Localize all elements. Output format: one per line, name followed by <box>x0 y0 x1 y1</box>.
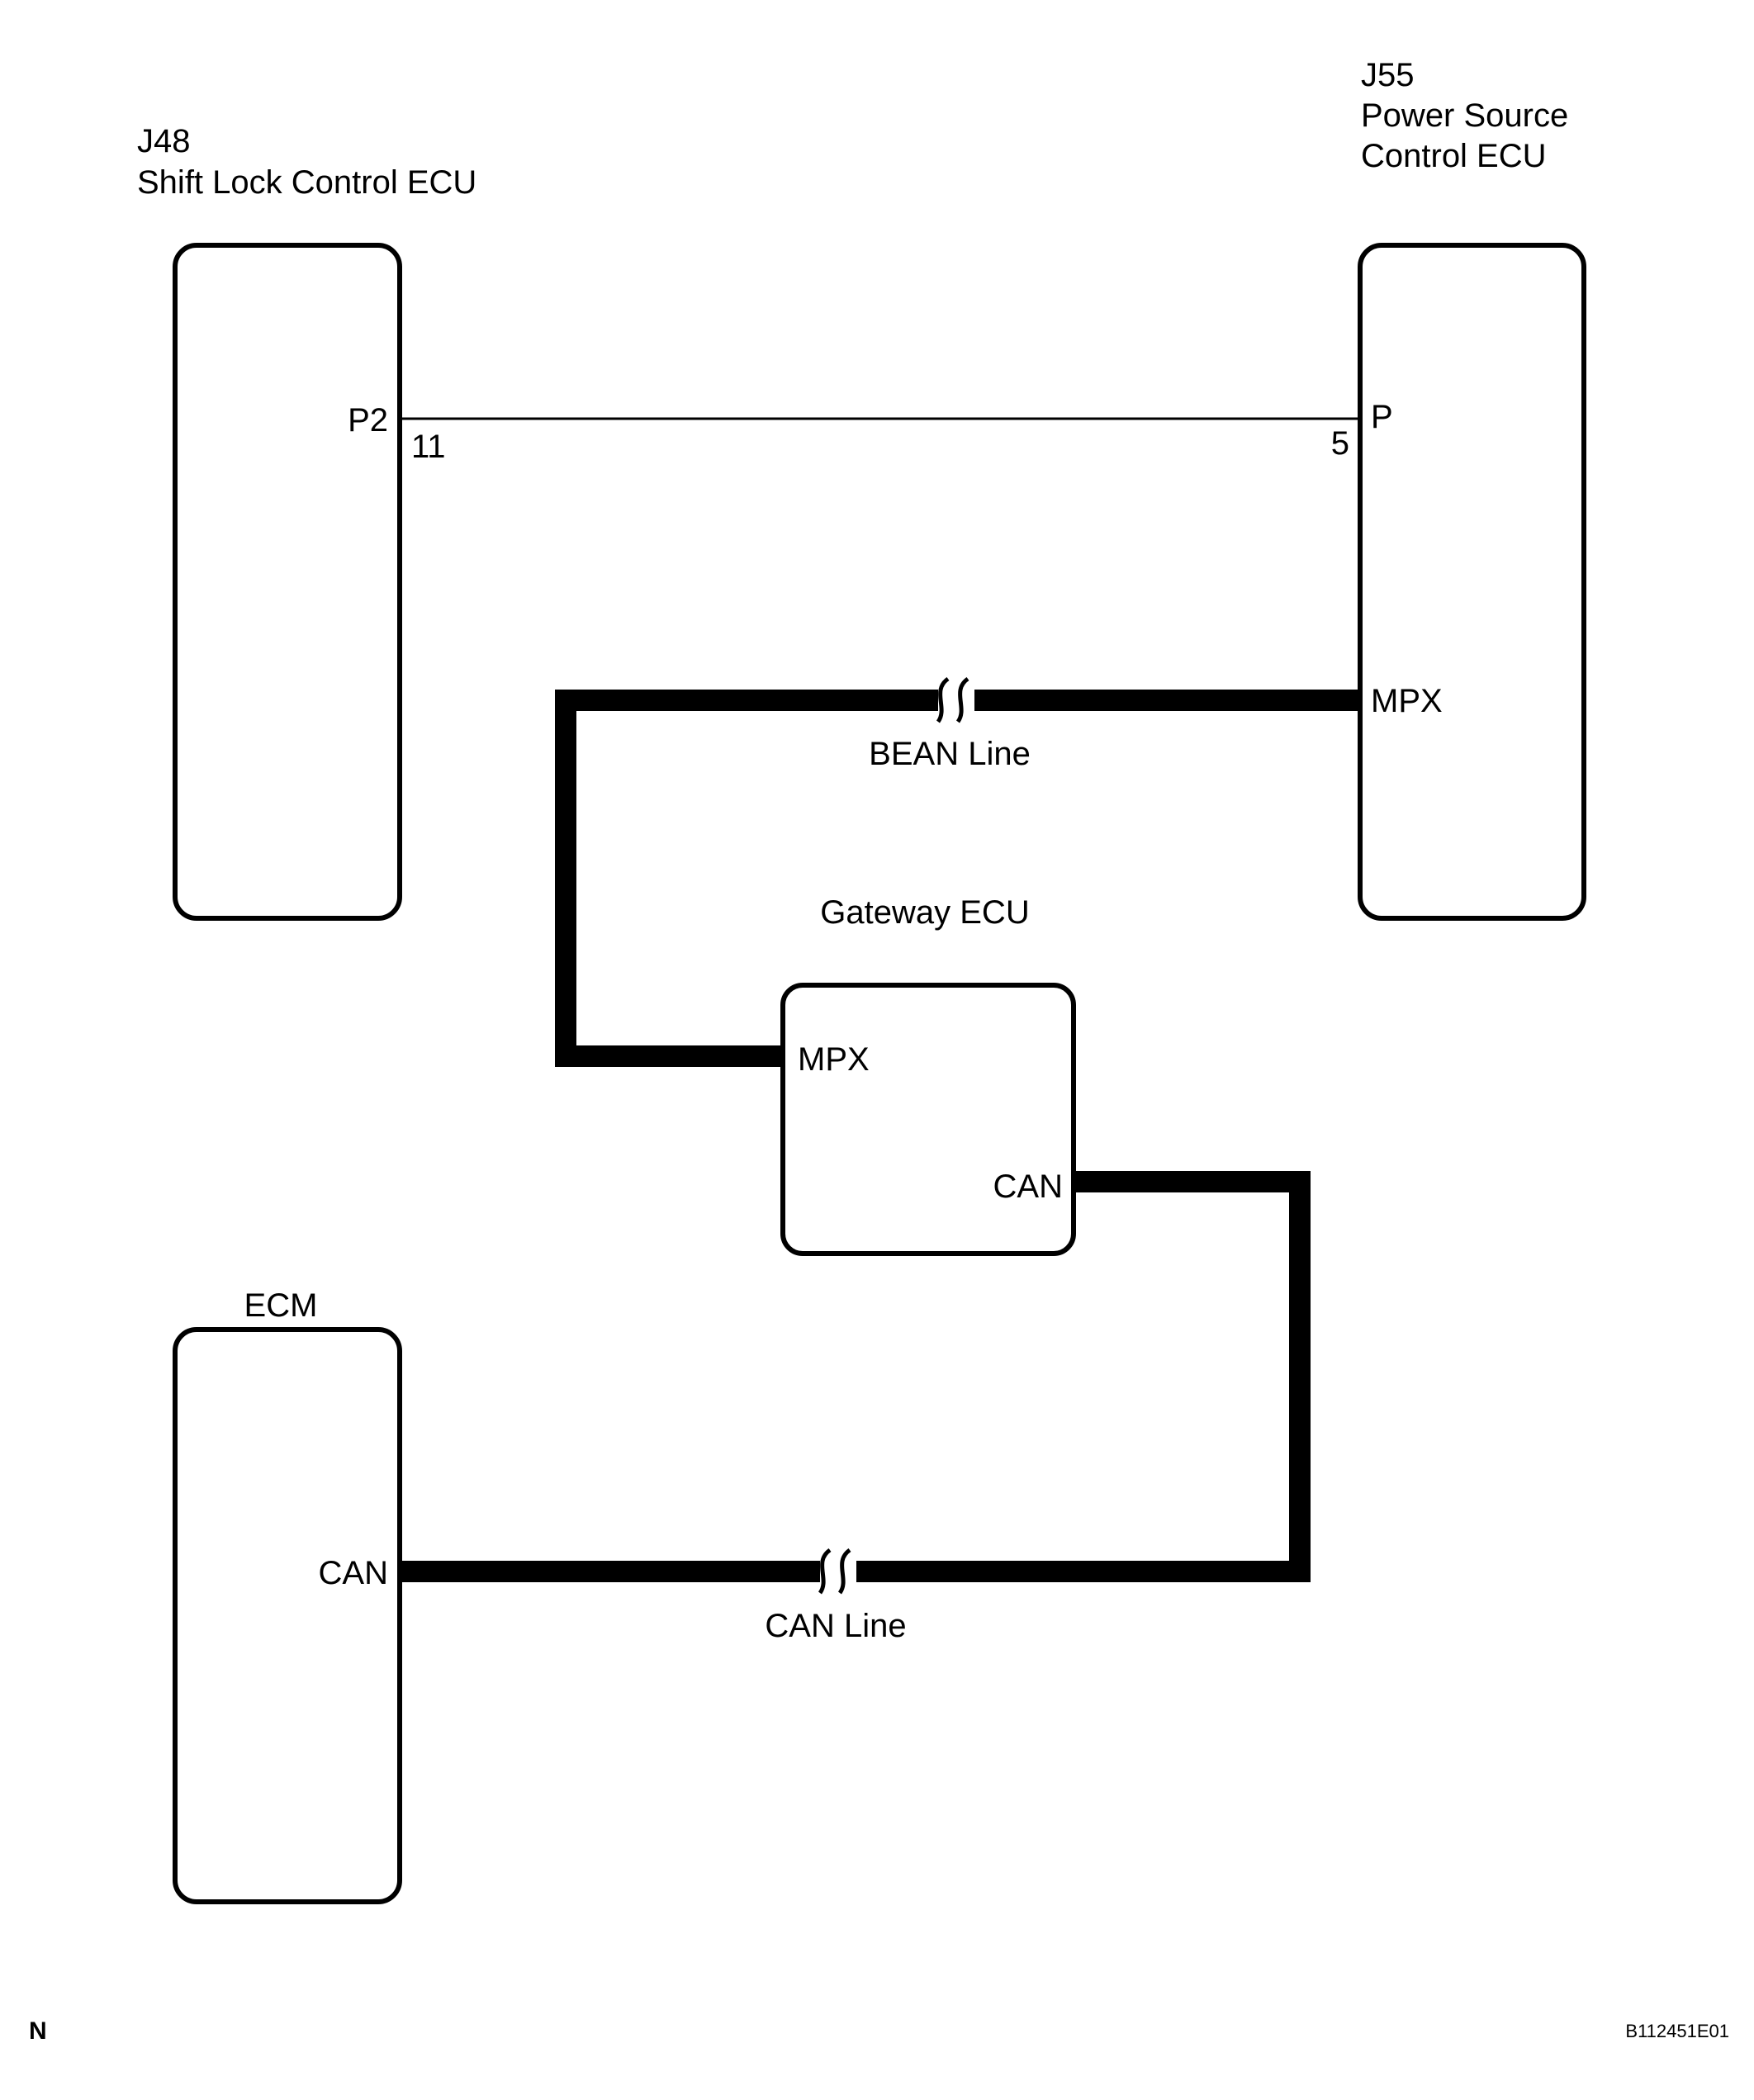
can-line-label: CAN Line <box>765 1608 906 1644</box>
can-line-break-icon <box>818 1548 851 1595</box>
ecm: ECM CAN <box>173 1287 402 1904</box>
gateway-mpx: MPX <box>798 1041 870 1078</box>
bean-line-label: BEAN Line <box>869 736 1031 772</box>
shift-lock-pin: 11 <box>411 429 446 465</box>
gateway-can: CAN <box>993 1169 1063 1205</box>
bean-line-break-gap <box>938 681 974 719</box>
can-line-break-gap <box>820 1552 856 1590</box>
bean-line-break-icon <box>936 676 969 723</box>
power-source-connector: P <box>1371 399 1393 435</box>
shift-lock-ecu-box <box>173 243 402 921</box>
shift-lock-name: Shift Lock Control ECU <box>137 164 476 201</box>
can-line: CAN Line <box>400 1171 1311 1644</box>
bean-line: BEAN Line <box>555 676 1360 1067</box>
ecm-can: CAN <box>319 1555 388 1591</box>
gateway-ecu-box <box>780 983 1076 1256</box>
footer-left-mark: N <box>29 2017 47 2045</box>
gateway-ecu-name: Gateway ECU <box>820 894 1029 931</box>
power-source-code: J55 <box>1361 57 1415 93</box>
figure-code: B112451E01 <box>1625 2021 1729 2041</box>
power-source-pin: 5 <box>1331 425 1349 462</box>
power-source-name-line2: Control ECU <box>1361 138 1547 174</box>
power-source-ecu-box <box>1358 243 1586 921</box>
power-source-name-line1: Power Source <box>1361 97 1568 134</box>
shift-lock-code: J48 <box>137 123 191 159</box>
power-source-mpx: MPX <box>1371 683 1443 719</box>
shift-lock-control-ecu: J48 Shift Lock Control ECU P2 11 <box>137 123 476 921</box>
shift-lock-connector: P2 <box>348 402 388 438</box>
power-source-control-ecu: J55 Power Source Control ECU P 5 MPX <box>1331 57 1586 921</box>
gateway-ecu: Gateway ECU MPX CAN <box>780 894 1076 1256</box>
ecm-box <box>173 1327 402 1904</box>
ecm-name: ECM <box>244 1287 318 1324</box>
